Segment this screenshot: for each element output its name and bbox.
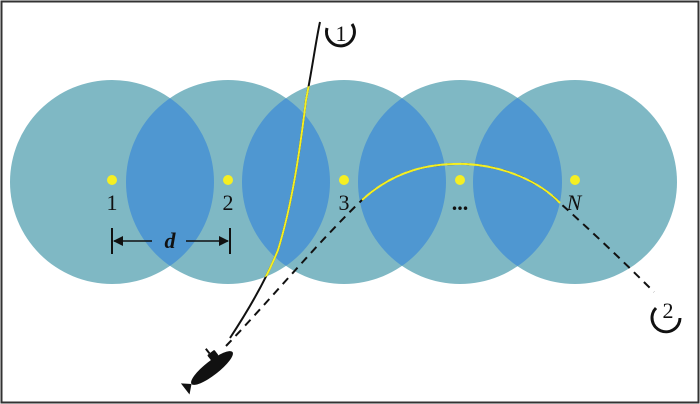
spacing-label: d (165, 228, 177, 253)
path-marker-1-label: 1 (336, 21, 347, 46)
path-marker-2: 2 (650, 298, 682, 334)
node-dot-3 (339, 175, 349, 185)
path-marker-2-arc (650, 306, 682, 334)
overlap-2-3 (242, 80, 330, 284)
path-marker-1: 1 (324, 21, 356, 48)
node-dot-5 (570, 175, 580, 185)
submarine-icon (180, 348, 233, 395)
path-marker-1-arc (324, 23, 356, 48)
node-dot-1 (107, 175, 117, 185)
node-dots (107, 175, 580, 185)
coverage-overlaps (126, 80, 562, 284)
node-label-ellipsis: ... (452, 190, 469, 215)
path-marker-2-label: 2 (663, 298, 674, 323)
node-dot-4 (455, 175, 465, 185)
node-label-1: 1 (107, 190, 118, 215)
overlap-3-4 (358, 80, 446, 284)
node-dot-2 (223, 175, 233, 185)
path-1-covered-segment (229, 80, 321, 284)
path-2-line (225, 162, 655, 347)
overlap-1-2 (126, 80, 214, 284)
node-label-n: N (566, 190, 583, 215)
overlap-4-5 (473, 80, 562, 284)
node-label-3: 3 (339, 190, 350, 215)
path-2-covered-segment (361, 162, 561, 204)
node-label-2: 2 (223, 190, 234, 215)
spacing-dimension: d (111, 228, 231, 254)
